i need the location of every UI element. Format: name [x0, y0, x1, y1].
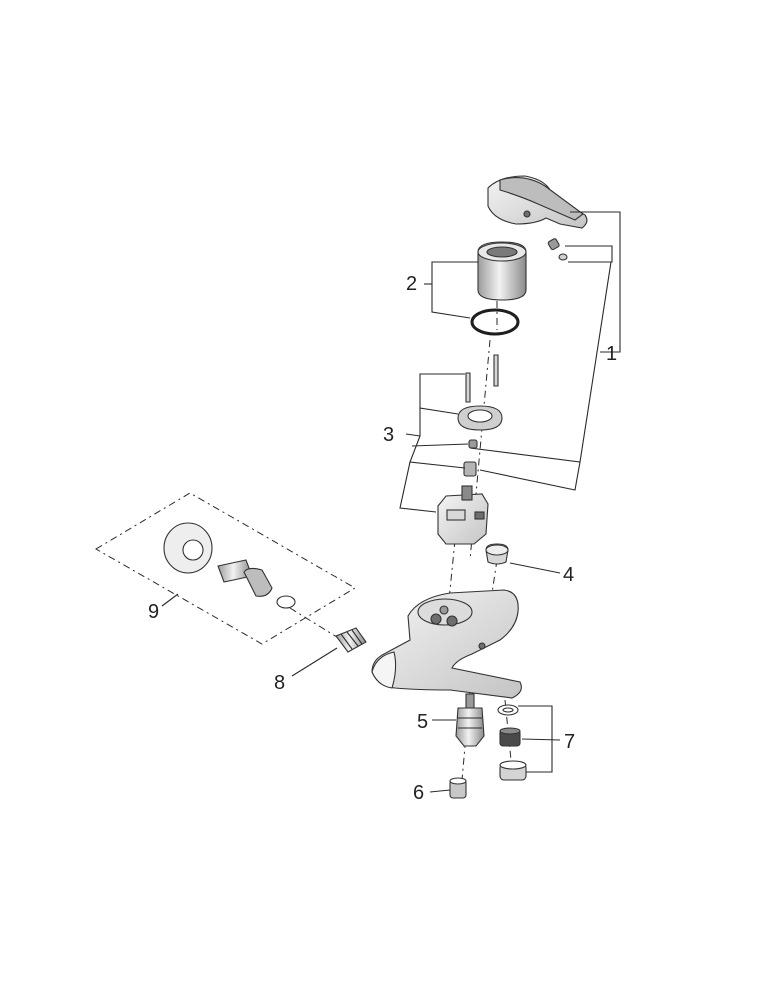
callout-4: 4 — [563, 564, 574, 586]
leader-lines — [161, 211, 621, 793]
diverter-valve — [455, 693, 485, 747]
adapter — [463, 461, 477, 477]
o-ring — [470, 308, 520, 336]
aerator-housing — [499, 760, 527, 781]
aerator-insert — [499, 727, 521, 747]
callout-9: 9 — [148, 601, 159, 623]
spout-body — [371, 589, 522, 699]
callout-5: 5 — [417, 711, 428, 733]
cartridge — [437, 485, 489, 545]
cap-sleeve — [477, 241, 527, 301]
plug-cap — [485, 543, 509, 565]
small-screw — [468, 439, 478, 449]
callout-7: 7 — [564, 731, 575, 753]
valve-bushing — [449, 777, 467, 799]
grub-screw — [547, 238, 568, 261]
lever-handle — [487, 175, 588, 229]
callout-3: 3 — [383, 424, 394, 446]
callout-labels: 1 2 3 4 5 6 7 8 9 — [148, 273, 617, 804]
callout-6: 6 — [413, 782, 424, 804]
retaining-ring — [457, 405, 503, 431]
fixing-pins — [465, 354, 499, 403]
callout-8: 8 — [274, 672, 285, 694]
s-union-set — [95, 492, 356, 645]
callout-2: 2 — [406, 273, 417, 295]
threaded-connector — [335, 627, 367, 653]
aerator-washer — [497, 704, 519, 716]
callout-1: 1 — [606, 343, 617, 365]
